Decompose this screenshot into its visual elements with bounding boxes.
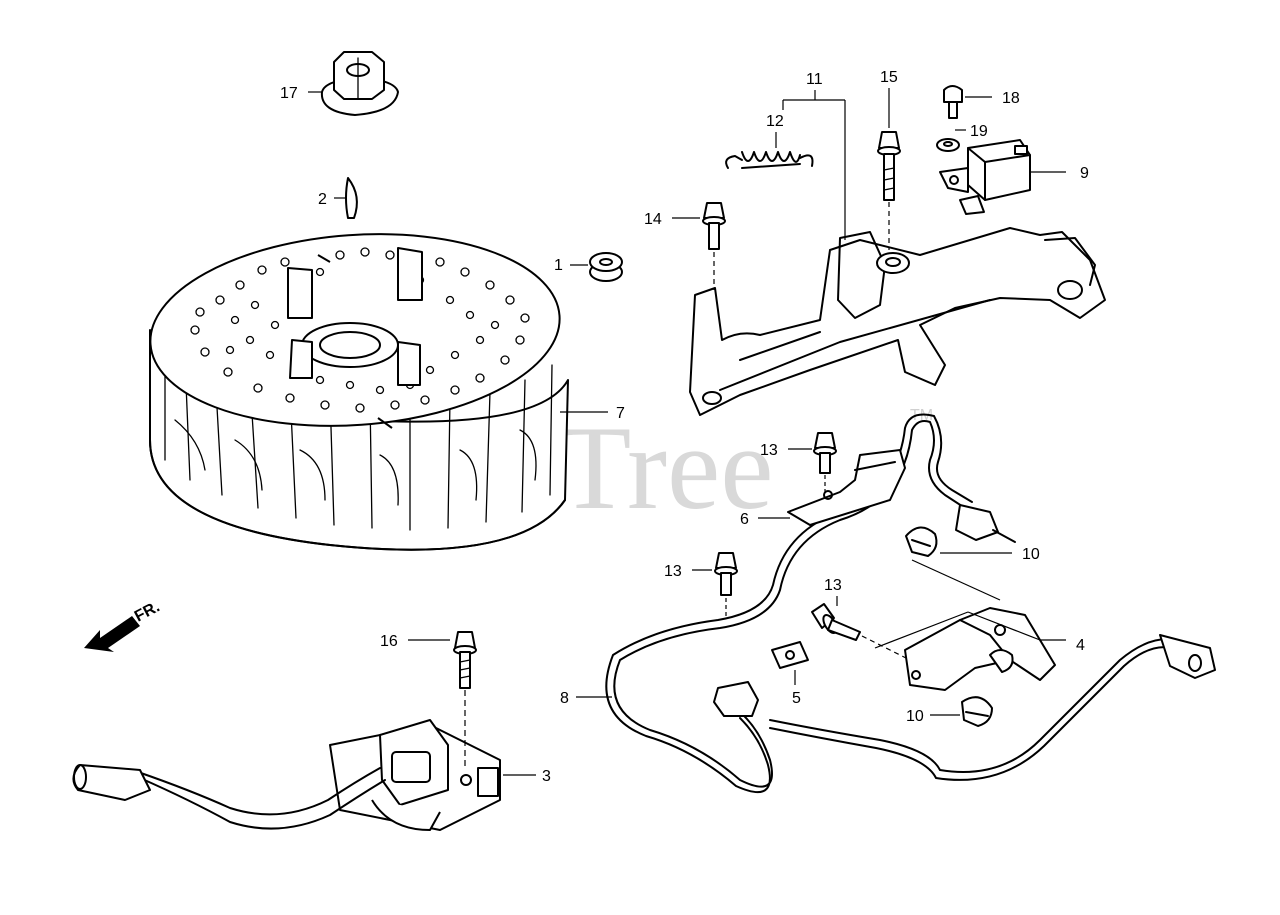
spring-part xyxy=(725,132,814,169)
woodruff-key-part xyxy=(334,177,358,219)
front-direction-arrow: FR. xyxy=(84,598,163,652)
callout-14: 14 xyxy=(644,211,662,228)
switch-9-part xyxy=(939,139,1066,215)
spacer-part xyxy=(570,252,623,282)
callout-16: 16 xyxy=(380,633,398,650)
callout-10a: 10 xyxy=(1022,546,1040,563)
callout-18: 18 xyxy=(1002,90,1020,107)
bolt-13b-part xyxy=(692,552,738,618)
callout-10b: 10 xyxy=(906,708,924,725)
callout-4: 4 xyxy=(1076,637,1085,654)
bracket-6-part xyxy=(758,449,906,526)
clamp-10a-part xyxy=(905,526,1012,601)
screw-18-part xyxy=(943,85,992,119)
bolt-13c-part xyxy=(811,596,911,661)
bolt-16-part xyxy=(408,631,477,770)
callout-9: 9 xyxy=(1080,165,1089,182)
callout-13b: 13 xyxy=(664,563,682,580)
bolt-15-part xyxy=(877,88,901,250)
callout-13c: 13 xyxy=(824,577,842,594)
clamp-10b-part xyxy=(930,696,993,727)
callout-labels: 1 2 3 4 5 6 7 8 9 10 10 11 12 13 13 13 1… xyxy=(280,69,1089,785)
callout-13a: 13 xyxy=(760,442,778,459)
callout-1: 1 xyxy=(554,257,563,274)
callout-2: 2 xyxy=(318,191,327,208)
front-direction-label: FR. xyxy=(132,598,163,625)
callout-11: 11 xyxy=(806,71,823,88)
ignition-coil-part xyxy=(72,719,536,831)
flywheel-part xyxy=(149,233,608,551)
callout-6: 6 xyxy=(740,511,749,528)
control-base-part xyxy=(689,90,1106,416)
callout-3: 3 xyxy=(542,768,551,785)
callout-5: 5 xyxy=(792,690,801,707)
flange-nut-part xyxy=(308,51,399,116)
bolt-13a-part xyxy=(788,432,837,495)
bracket-4-part xyxy=(874,607,1066,691)
wire-harness-part xyxy=(576,413,1216,794)
bolt-14-part xyxy=(672,202,726,290)
clip-nut-5-part xyxy=(771,641,809,685)
washer-19-part xyxy=(936,129,966,152)
callout-19: 19 xyxy=(970,123,988,140)
callout-8: 8 xyxy=(560,690,569,707)
callout-12: 12 xyxy=(766,113,784,130)
callout-17: 17 xyxy=(280,85,298,102)
callout-7: 7 xyxy=(616,405,625,422)
callout-15: 15 xyxy=(880,69,898,86)
